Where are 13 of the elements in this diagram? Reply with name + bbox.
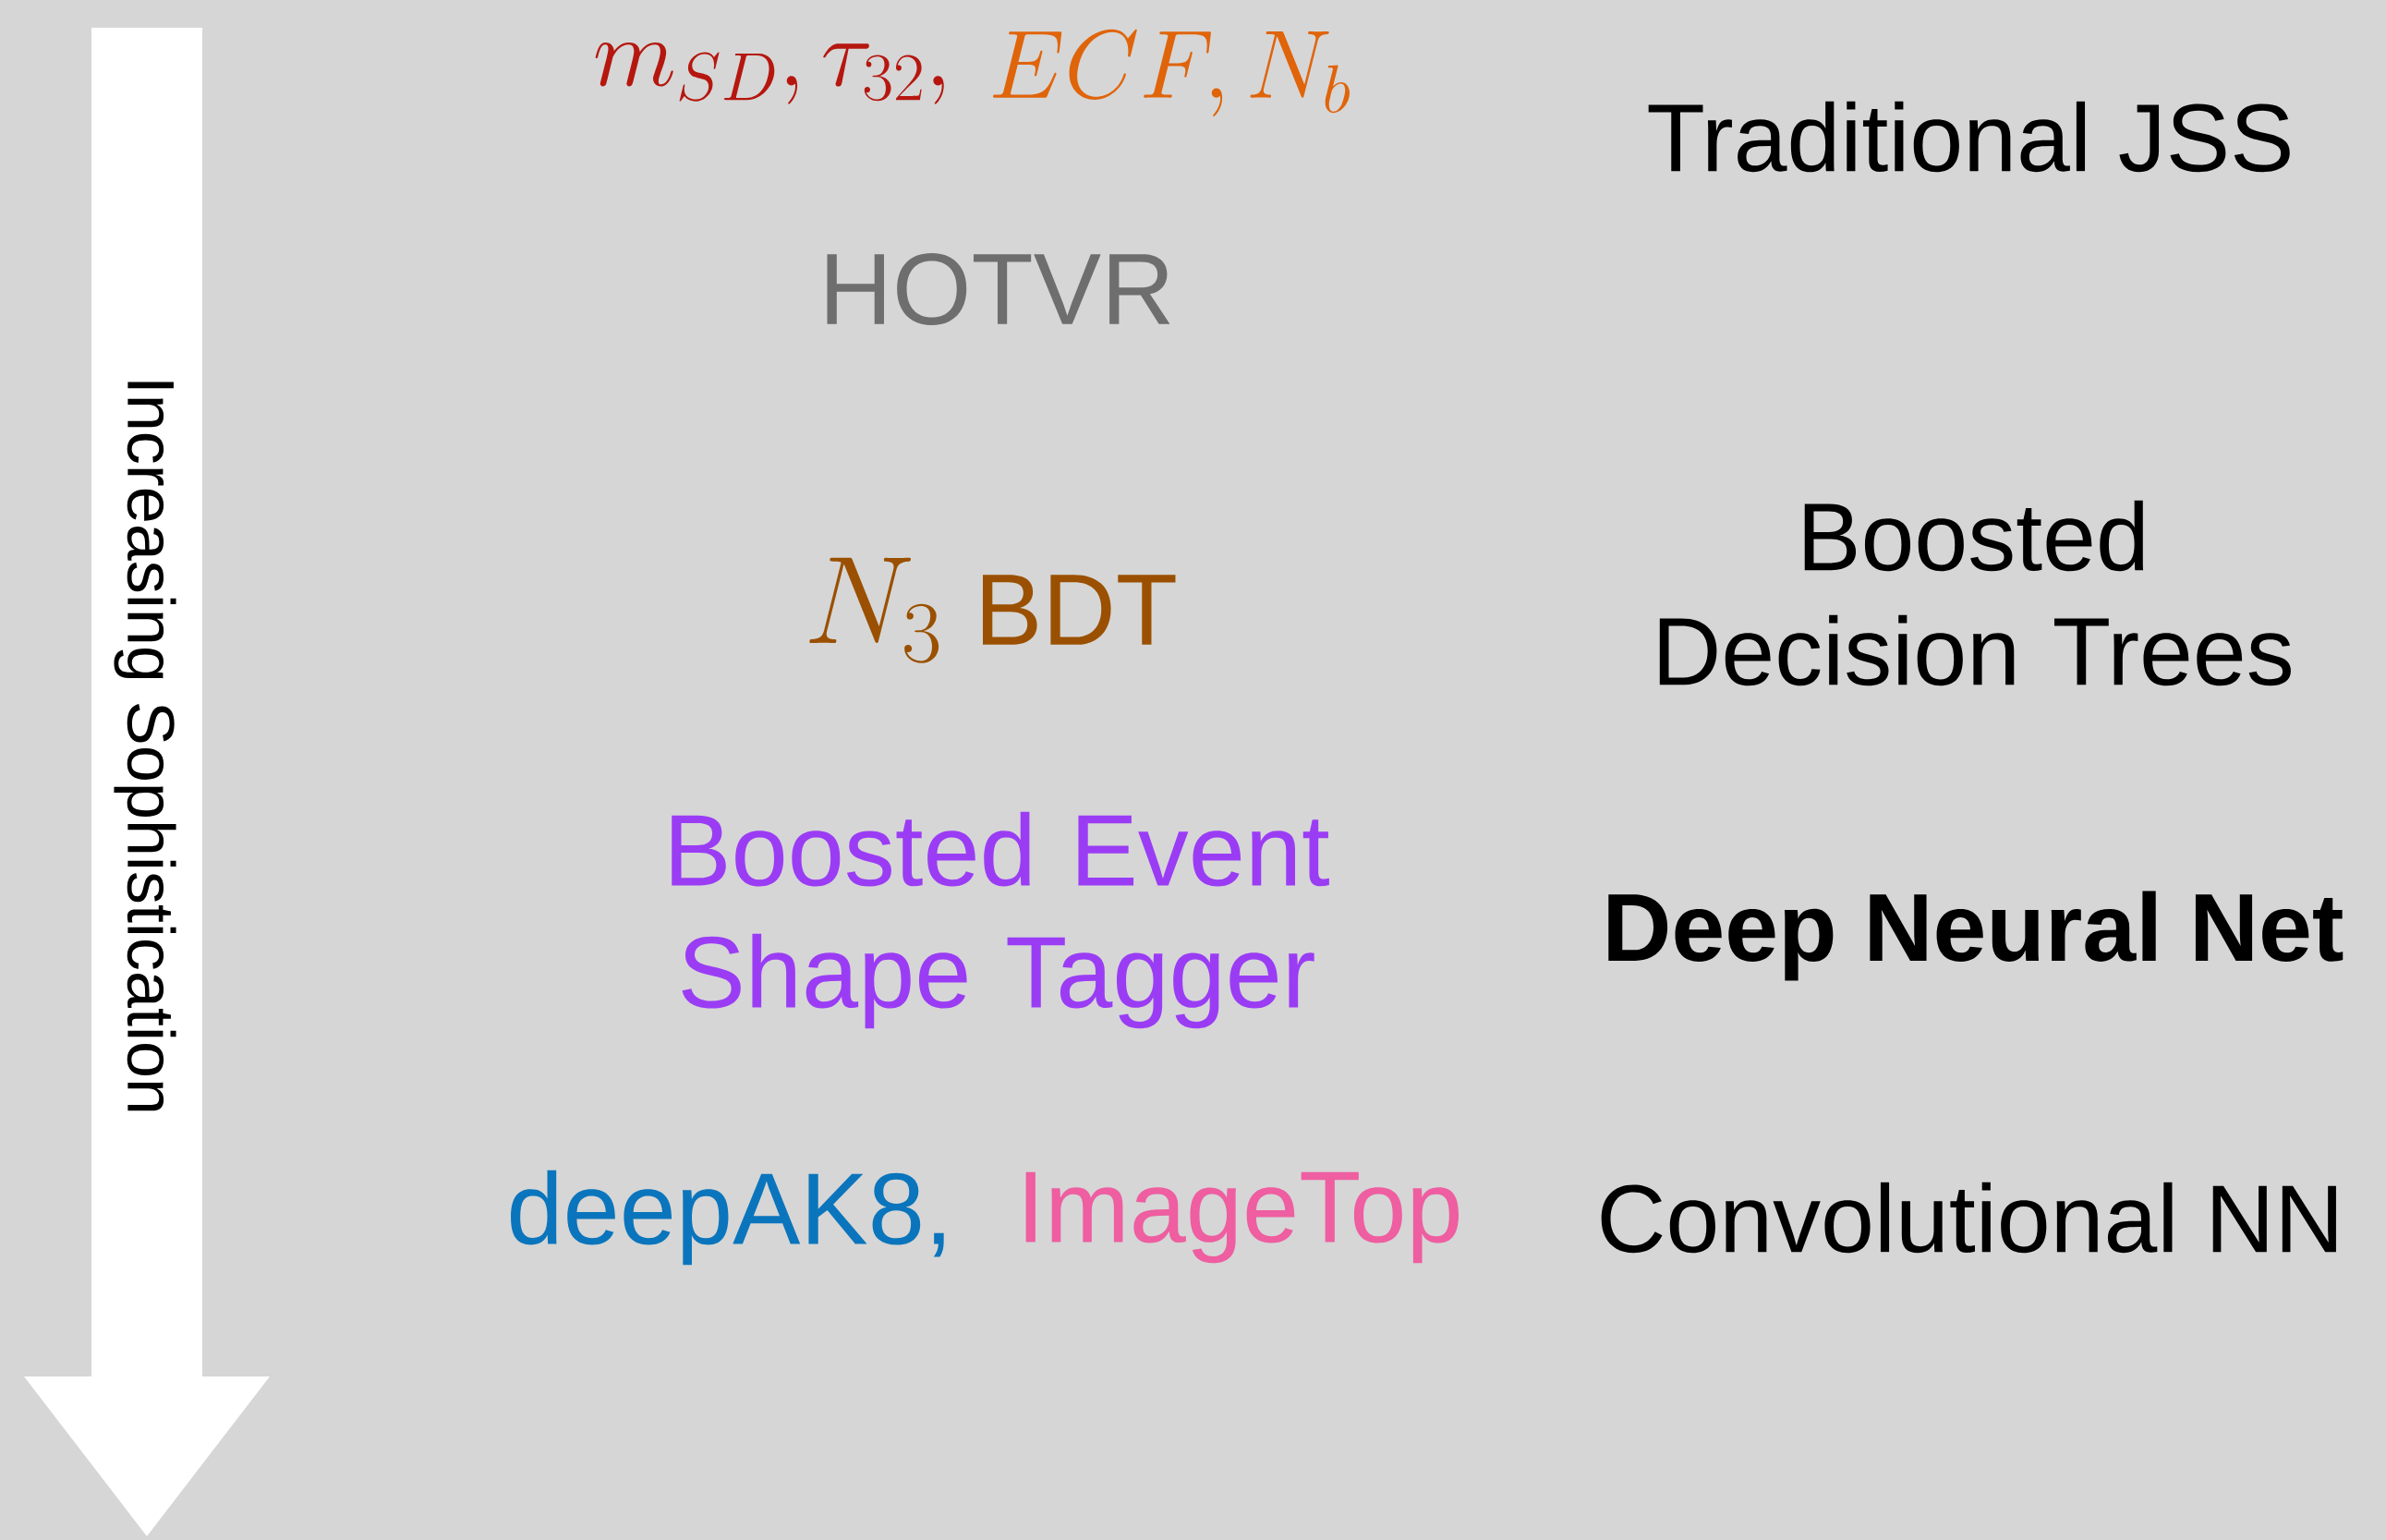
category-label: Convolutional NN [1601,1182,2336,1254]
category-label: Boosted Decision Trees [1659,500,2291,686]
category-label: Deep Neural Net [1608,891,2344,981]
method-label: BDT [983,575,1176,645]
category-label: Traditional JSS [1648,101,2290,173]
formula-label: $m_{SD}, \tau_{32},$ [595,42,944,104]
arrow-label: Increasing Sophistication [114,382,176,1111]
method-label: ImageTop [1025,1171,1459,1264]
method-label: deepAK8, [511,1170,944,1266]
formula-label: $N_3$ [809,557,939,663]
method-label: Boosted Event Shape Tagger [672,811,1329,1029]
formula-label: $ECF, N_b$ [993,29,1350,116]
method-label: HOTVR [827,253,1170,325]
